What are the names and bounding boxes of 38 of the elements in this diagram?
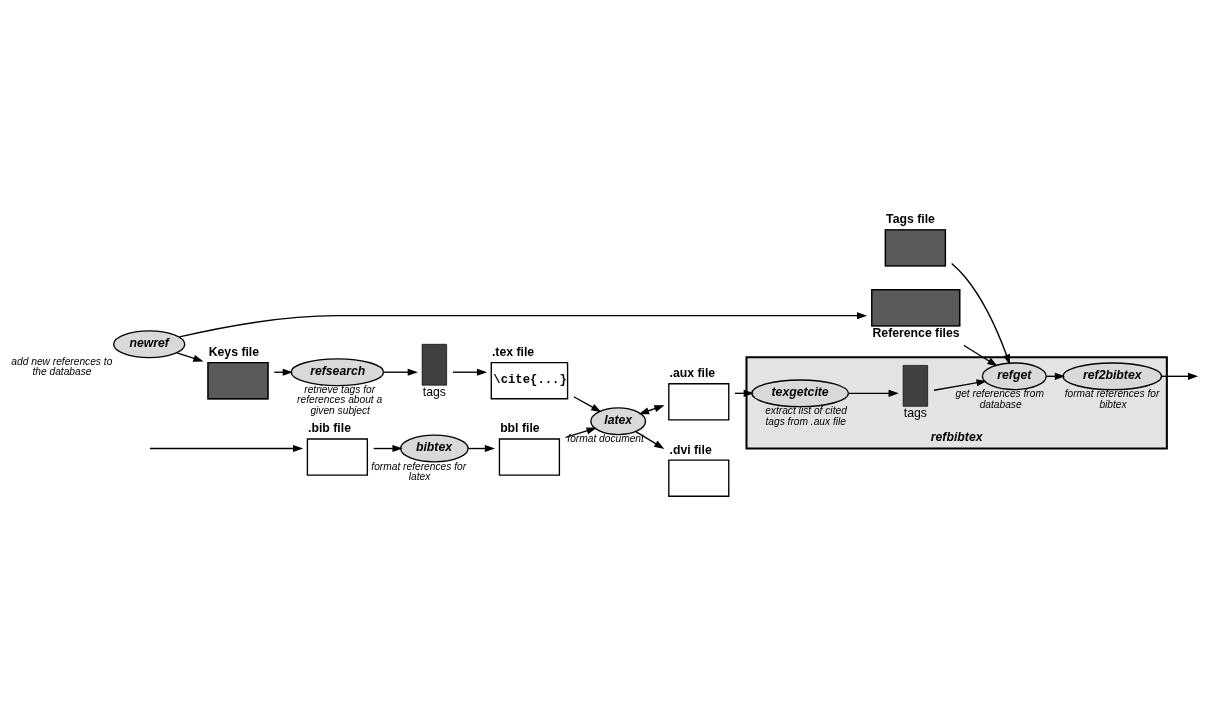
- arrow: [573, 395, 602, 412]
- arrow: [176, 351, 204, 362]
- arrow: [635, 430, 665, 449]
- node-ellipse: texgetcite: [751, 378, 850, 407]
- arrow: [452, 368, 488, 376]
- arrow: [847, 389, 899, 397]
- node-ellipse: refsearch: [290, 357, 385, 386]
- arrow: [963, 344, 998, 366]
- node-ellipse: ref2bibtex: [1062, 361, 1163, 390]
- node-label: retrieve tags for references about a given subject: [297, 383, 383, 416]
- node-label: extract list of cited tags from .aux file: [765, 404, 847, 427]
- node-label: tags: [903, 405, 927, 420]
- node-label: .dvi file: [669, 442, 712, 457]
- node-label: bbl file: [500, 420, 540, 435]
- arrow: [149, 444, 304, 452]
- arrow: [382, 368, 418, 376]
- node-label: Reference files: [872, 325, 960, 340]
- node-label: get references from database: [955, 387, 1044, 409]
- node-label: format references for bibtex: [1064, 387, 1160, 409]
- node-ellipse: bibtex: [400, 434, 469, 463]
- arrow: [1160, 372, 1199, 380]
- node-label: .tex file: [491, 344, 535, 359]
- node-ellipse: newref: [113, 329, 186, 358]
- node-label: .aux file: [669, 365, 716, 380]
- arrow: [373, 444, 403, 452]
- node-label: .bib file: [308, 420, 351, 435]
- node-label: Keys file: [208, 344, 260, 359]
- node-ellipse: latex: [590, 406, 647, 435]
- arrow: [565, 426, 597, 438]
- node-ellipse: refget: [981, 361, 1047, 390]
- arrow: [178, 311, 868, 338]
- node-label: Tags file: [886, 211, 935, 226]
- node-label: format document: [567, 432, 644, 444]
- arrow: [933, 378, 987, 391]
- node-label: format references for latex: [371, 460, 467, 482]
- arrow: [950, 262, 1010, 365]
- node-label: add new references to the database: [11, 355, 113, 377]
- node-label: tags: [422, 384, 446, 399]
